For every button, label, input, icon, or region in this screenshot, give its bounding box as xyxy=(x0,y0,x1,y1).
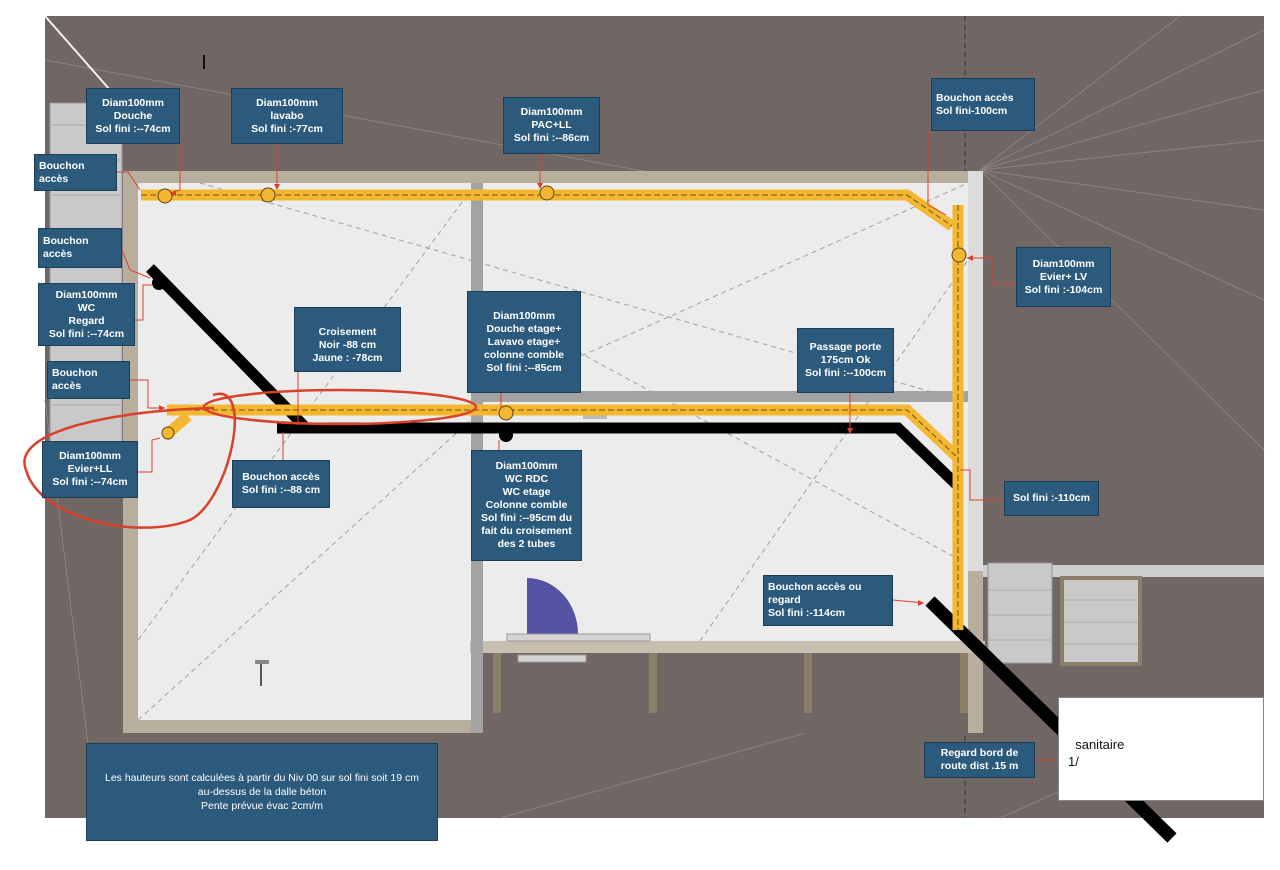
room-left-floor xyxy=(138,183,471,720)
door-swing-icon xyxy=(527,578,578,634)
small-fixture xyxy=(583,414,607,419)
cursor-mark xyxy=(203,55,205,69)
terrace-posts xyxy=(493,653,968,713)
interior-wall-horizontal xyxy=(483,391,983,402)
septic-tank-box xyxy=(1058,697,1264,801)
septic-tank-label: sanitaire 1/ xyxy=(1068,737,1125,769)
black-pipe-main xyxy=(277,422,962,490)
terrace xyxy=(483,653,968,733)
black-pipe-node-wc xyxy=(152,276,166,290)
black-pipe-node-rdc xyxy=(499,428,513,442)
outer-right-strip xyxy=(968,171,983,571)
leader-arrowheads xyxy=(159,183,973,606)
label-sol-110: Sol fini :-110cm xyxy=(1004,481,1099,516)
yellow-pipe-centerlines xyxy=(141,194,959,630)
pin-marker xyxy=(255,660,269,664)
label-note-hauteurs: Les hauteurs sont calculées à partir du … xyxy=(86,743,438,841)
door-step xyxy=(517,654,587,663)
yellow-pipe-nodes xyxy=(157,185,967,440)
right-ground-strip xyxy=(983,565,1264,577)
pin-marker-stem xyxy=(260,664,262,686)
red-annotations xyxy=(23,388,478,529)
terrace-wall xyxy=(470,641,985,653)
stairs-right xyxy=(987,562,1142,666)
leader-lines xyxy=(117,131,1072,761)
ground-highlight-line xyxy=(44,15,111,91)
door-sill xyxy=(506,633,651,642)
black-pipe-diagonal-left xyxy=(146,264,310,432)
